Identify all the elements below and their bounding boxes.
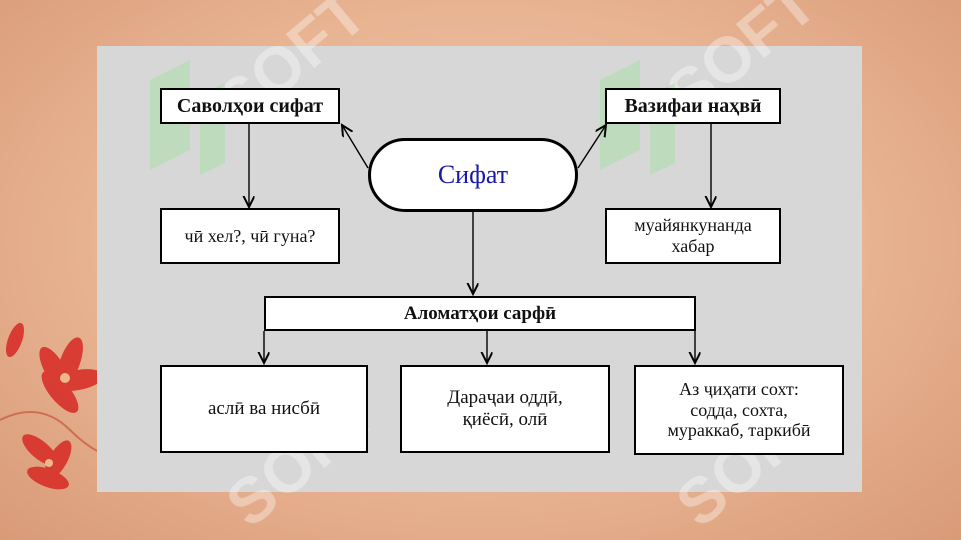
node-savolhoi-sifat: Саволҳои сифат — [160, 88, 340, 124]
node-alomathoi-sarfi: Аломатҳои сарфӣ — [264, 296, 696, 331]
arrow-center-to-top-left — [342, 125, 369, 169]
node-savol-examples: чӣ хел?, чӣ гуна? — [160, 208, 340, 264]
node-center-sifat: Сифат — [368, 138, 578, 212]
node-bottom-asli: аслӣ ва нисбӣ — [160, 365, 368, 453]
node-vazifai-nahvi: Вазифаи наҳвӣ — [605, 88, 781, 124]
node-bottom-sokht: Аз ҷиҳати сохт: содда, сохта, мураккаб, … — [634, 365, 844, 455]
node-bottom-daraja: Дараҷаи оддӣ, қиёсӣ, олӣ — [400, 365, 610, 453]
node-vazifa-examples: муайянкунанда хабар — [605, 208, 781, 264]
arrow-center-to-top-right — [577, 125, 606, 169]
